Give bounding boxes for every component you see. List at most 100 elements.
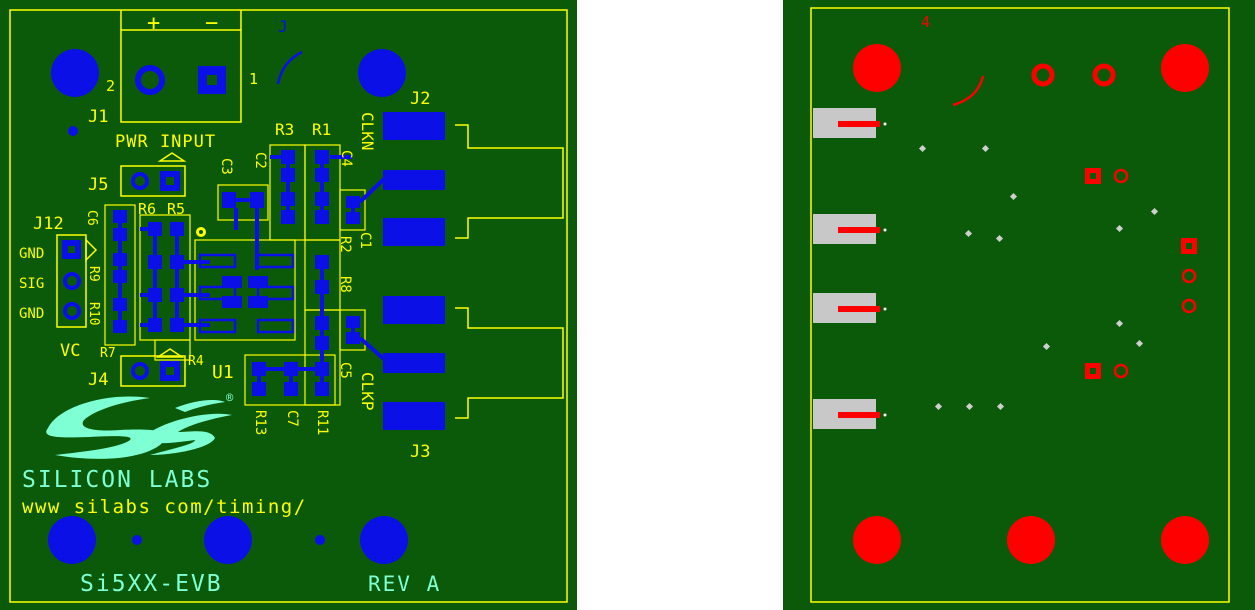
layer-marker-arc <box>276 50 303 85</box>
mounting-hole-bottom-right <box>1161 516 1209 564</box>
r9-label: R9 <box>86 266 101 282</box>
r4-label: R4 <box>188 354 204 369</box>
pin1-dot-center <box>199 230 203 234</box>
pad-hole <box>68 246 75 253</box>
gnd-top-label: GND <box>19 246 44 262</box>
board-outline <box>9 9 568 603</box>
c7-label: C7 <box>284 410 300 427</box>
c3-label: C3 <box>218 158 234 175</box>
plus-label: + <box>147 11 160 36</box>
pad-hole <box>207 75 217 85</box>
r5-label: R5 <box>167 200 185 218</box>
c1-label: C1 <box>357 232 373 249</box>
mounting-hole-bottom-left <box>48 516 96 564</box>
layer-marker-arc <box>952 75 985 107</box>
through-hole <box>1031 63 1055 87</box>
traces <box>118 155 387 389</box>
j5-label: J5 <box>88 175 108 195</box>
r8-label: R8 <box>337 276 353 293</box>
j4-outline <box>120 355 186 387</box>
vias <box>918 144 1159 411</box>
j3-pad-bottom <box>383 402 445 430</box>
mounting-hole-top-right <box>358 49 406 97</box>
r2-label: R2 <box>337 236 353 253</box>
j1-label: J1 <box>88 107 108 127</box>
vc-label: VC <box>60 341 80 361</box>
company-name: SILICON LABS <box>22 467 212 493</box>
r6-label: R6 <box>138 200 156 218</box>
pcb-top-svg: + − 2 1 J1 PWR INPUT J J2 J3 CLKN CLKP J… <box>9 9 568 603</box>
j12-outline <box>56 234 87 328</box>
registered-mark: ® <box>226 391 234 405</box>
j2-label: J2 <box>410 89 430 109</box>
mounting-hole-bottom-right <box>360 516 408 564</box>
pcb-bottom-side: 4 <box>783 0 1255 610</box>
j2-pad-bottom <box>383 218 445 246</box>
via <box>315 535 325 545</box>
j3-outline <box>455 307 564 419</box>
gnd-bottom-label: GND <box>19 306 44 322</box>
j12-pin <box>63 302 81 320</box>
pin2-label: 2 <box>106 77 115 95</box>
u1-center-pads <box>222 276 268 308</box>
j3-label: J3 <box>410 442 430 462</box>
r3-label: R3 <box>275 120 294 139</box>
j3-pad-center <box>383 353 445 373</box>
sig-label: SIG <box>19 276 44 292</box>
header-pads <box>1085 168 1197 379</box>
pwr-input-label: PWR INPUT <box>115 132 216 152</box>
u1-label: U1 <box>212 362 234 383</box>
c4-label: C4 <box>338 150 354 167</box>
mounting-hole-bottom-center <box>1007 516 1055 564</box>
edge-connector-tips <box>883 122 887 417</box>
r1-label: R1 <box>312 120 331 139</box>
pcb-bottom-svg: 4 <box>810 7 1230 603</box>
mounting-hole-bottom-center <box>204 516 252 564</box>
edge-connectors <box>813 108 880 429</box>
r13-label: R13 <box>252 410 268 435</box>
j12-label: J12 <box>33 214 64 234</box>
j5-pin <box>131 172 149 190</box>
via <box>132 535 142 545</box>
via <box>68 126 78 136</box>
j2-pad-top <box>383 112 445 140</box>
j4-marker <box>155 348 185 358</box>
website-label: www silabs com/timing/ <box>22 496 307 518</box>
j5-outline <box>120 165 186 197</box>
silicon-labs-logo <box>46 396 232 459</box>
board-outline <box>810 7 1230 603</box>
j2-pad-center <box>383 170 445 190</box>
r7-label: R7 <box>100 346 116 361</box>
j12-pin <box>63 272 81 290</box>
layer-marker-label: J <box>278 17 288 36</box>
board-name: Si5XX-EVB <box>80 571 223 597</box>
pad-hole <box>166 177 174 185</box>
j4-pin <box>131 362 149 380</box>
mounting-hole-top-left <box>853 44 901 92</box>
pcb-top-side: + − 2 1 J1 PWR INPUT J J2 J3 CLKN CLKP J… <box>0 0 577 610</box>
j12-marker <box>85 238 98 262</box>
pin1-label: 1 <box>249 70 258 88</box>
c2-label: C2 <box>252 152 268 169</box>
mounting-hole-top-right <box>1161 44 1209 92</box>
j1-pin2-pad <box>135 65 165 95</box>
layer-mark: 4 <box>921 13 930 31</box>
clkn-label: CLKN <box>358 112 377 151</box>
r11-label: R11 <box>314 410 330 435</box>
c5-label: C5 <box>337 362 353 379</box>
component-outlines <box>104 144 366 406</box>
mounting-hole-bottom-left <box>853 516 901 564</box>
u1-pads <box>198 253 295 334</box>
clkp-label: CLKP <box>358 372 377 411</box>
j5-marker <box>157 152 187 162</box>
through-hole <box>1092 63 1116 87</box>
r10-label: R10 <box>86 302 101 325</box>
j2-outline <box>455 124 564 239</box>
j3-pad-top <box>383 296 445 324</box>
mounting-hole-top-left <box>51 49 99 97</box>
minus-label: − <box>205 11 218 36</box>
pad-hole <box>166 367 174 375</box>
revision-label: REV A <box>368 572 441 596</box>
j1-outline <box>120 29 242 123</box>
c6-label: C6 <box>84 210 99 226</box>
